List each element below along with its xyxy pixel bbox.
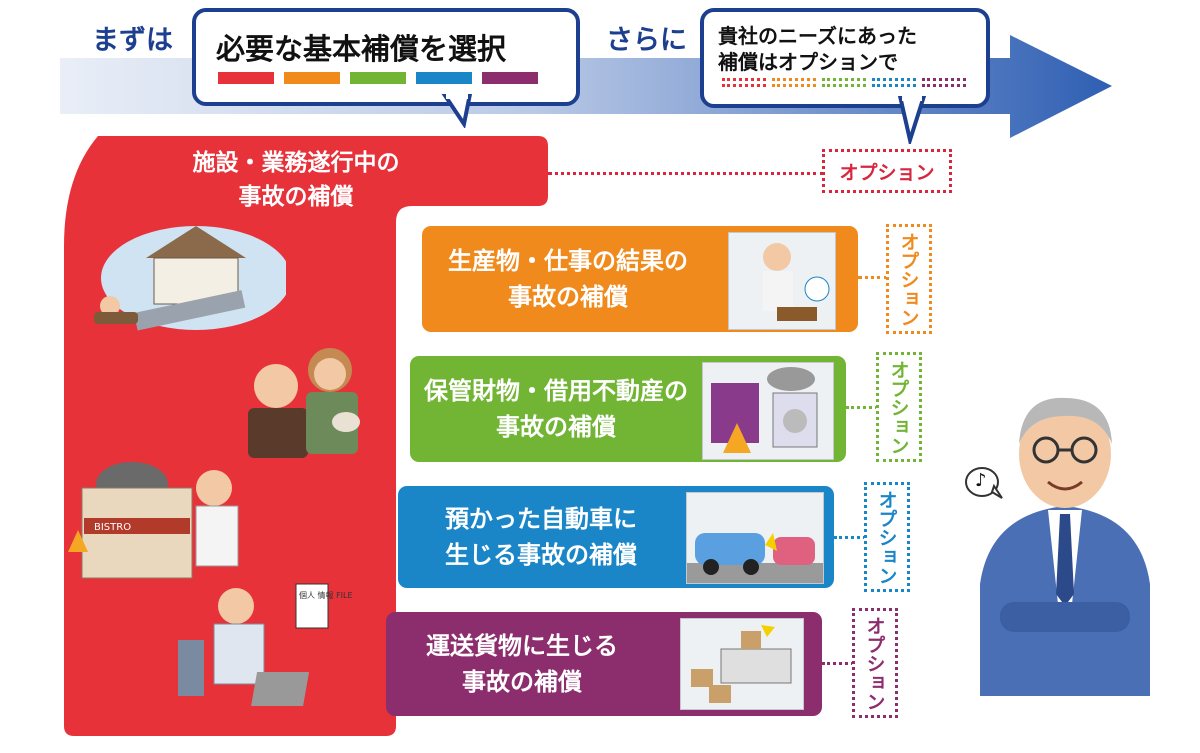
main-card-title: 施設・業務遂行中の 事故の補償 <box>192 150 400 210</box>
card2-option-badge[interactable]: オプション <box>864 482 910 592</box>
product-accident-illustration <box>728 232 836 330</box>
bistro-sign: BISTRO <box>94 522 131 533</box>
red-swatch <box>218 72 274 84</box>
music-note-icon: ♪ <box>975 470 987 491</box>
blue-dotted-swatch <box>872 78 916 87</box>
orange-swatch <box>284 72 340 84</box>
cargo-label: 運送貨物に生じる 事故の補償 <box>426 632 618 696</box>
option-bubble-line2: 補償はオプションで <box>718 50 898 74</box>
products-completed-ops-label: 生産物・仕事の結果の 事故の補償 <box>448 247 688 311</box>
bubble-tail <box>441 94 473 128</box>
step1-label: まずは <box>92 25 173 56</box>
card0-option-badge[interactable]: オプション <box>886 224 932 334</box>
option-bubble-tail <box>897 96 927 144</box>
card2-option-connector <box>834 536 866 539</box>
green-swatch <box>350 72 406 84</box>
data-leak-illustration: 個人 情報 FILE <box>178 583 353 706</box>
main-option-connector <box>548 172 824 175</box>
main-option-badge[interactable]: オプション <box>822 149 952 193</box>
green-dotted-swatch <box>822 78 866 87</box>
purple-dotted-swatch <box>922 78 966 87</box>
businessman-mascot <box>980 397 1150 696</box>
option-bubble: 貴社のニーズにあった 補償はオプションで <box>700 8 990 108</box>
basic-coverage-title: 必要な基本補償を選択 <box>216 32 507 66</box>
step2-label: さらに <box>606 25 687 56</box>
facility-accident-illustration <box>94 226 286 331</box>
cargo-spill-illustration <box>680 618 804 710</box>
orange-dotted-swatch <box>772 78 816 87</box>
injury-illustration <box>248 348 360 458</box>
blue-swatch <box>416 72 472 84</box>
bailee-property-label: 保管財物・借用不動産の 事故の補償 <box>424 377 688 441</box>
card3-option-badge[interactable]: オプション <box>852 608 898 718</box>
card3-option-connector <box>822 662 854 665</box>
note-speech-bubble <box>965 467 1003 499</box>
option-bubble-line1: 貴社のニーズにあった <box>718 24 917 48</box>
card0-option-connector <box>858 276 888 279</box>
purple-swatch <box>482 72 538 84</box>
red-dotted-swatch <box>722 78 766 87</box>
fire-restaurant-illustration: BISTRO <box>68 462 239 579</box>
card1-option-badge[interactable]: オプション <box>876 352 922 462</box>
basic-coverage-bubble: 必要な基本補償を選択 <box>192 8 580 106</box>
car-collision-illustration <box>686 492 824 584</box>
laundry-fire-illustration <box>702 362 834 460</box>
personal-info-file-label: 個人 情報 FILE <box>299 590 353 600</box>
card1-option-connector <box>846 406 878 409</box>
entrusted-vehicle-label: 預かった自動車に 生じる事故の補償 <box>445 505 637 569</box>
